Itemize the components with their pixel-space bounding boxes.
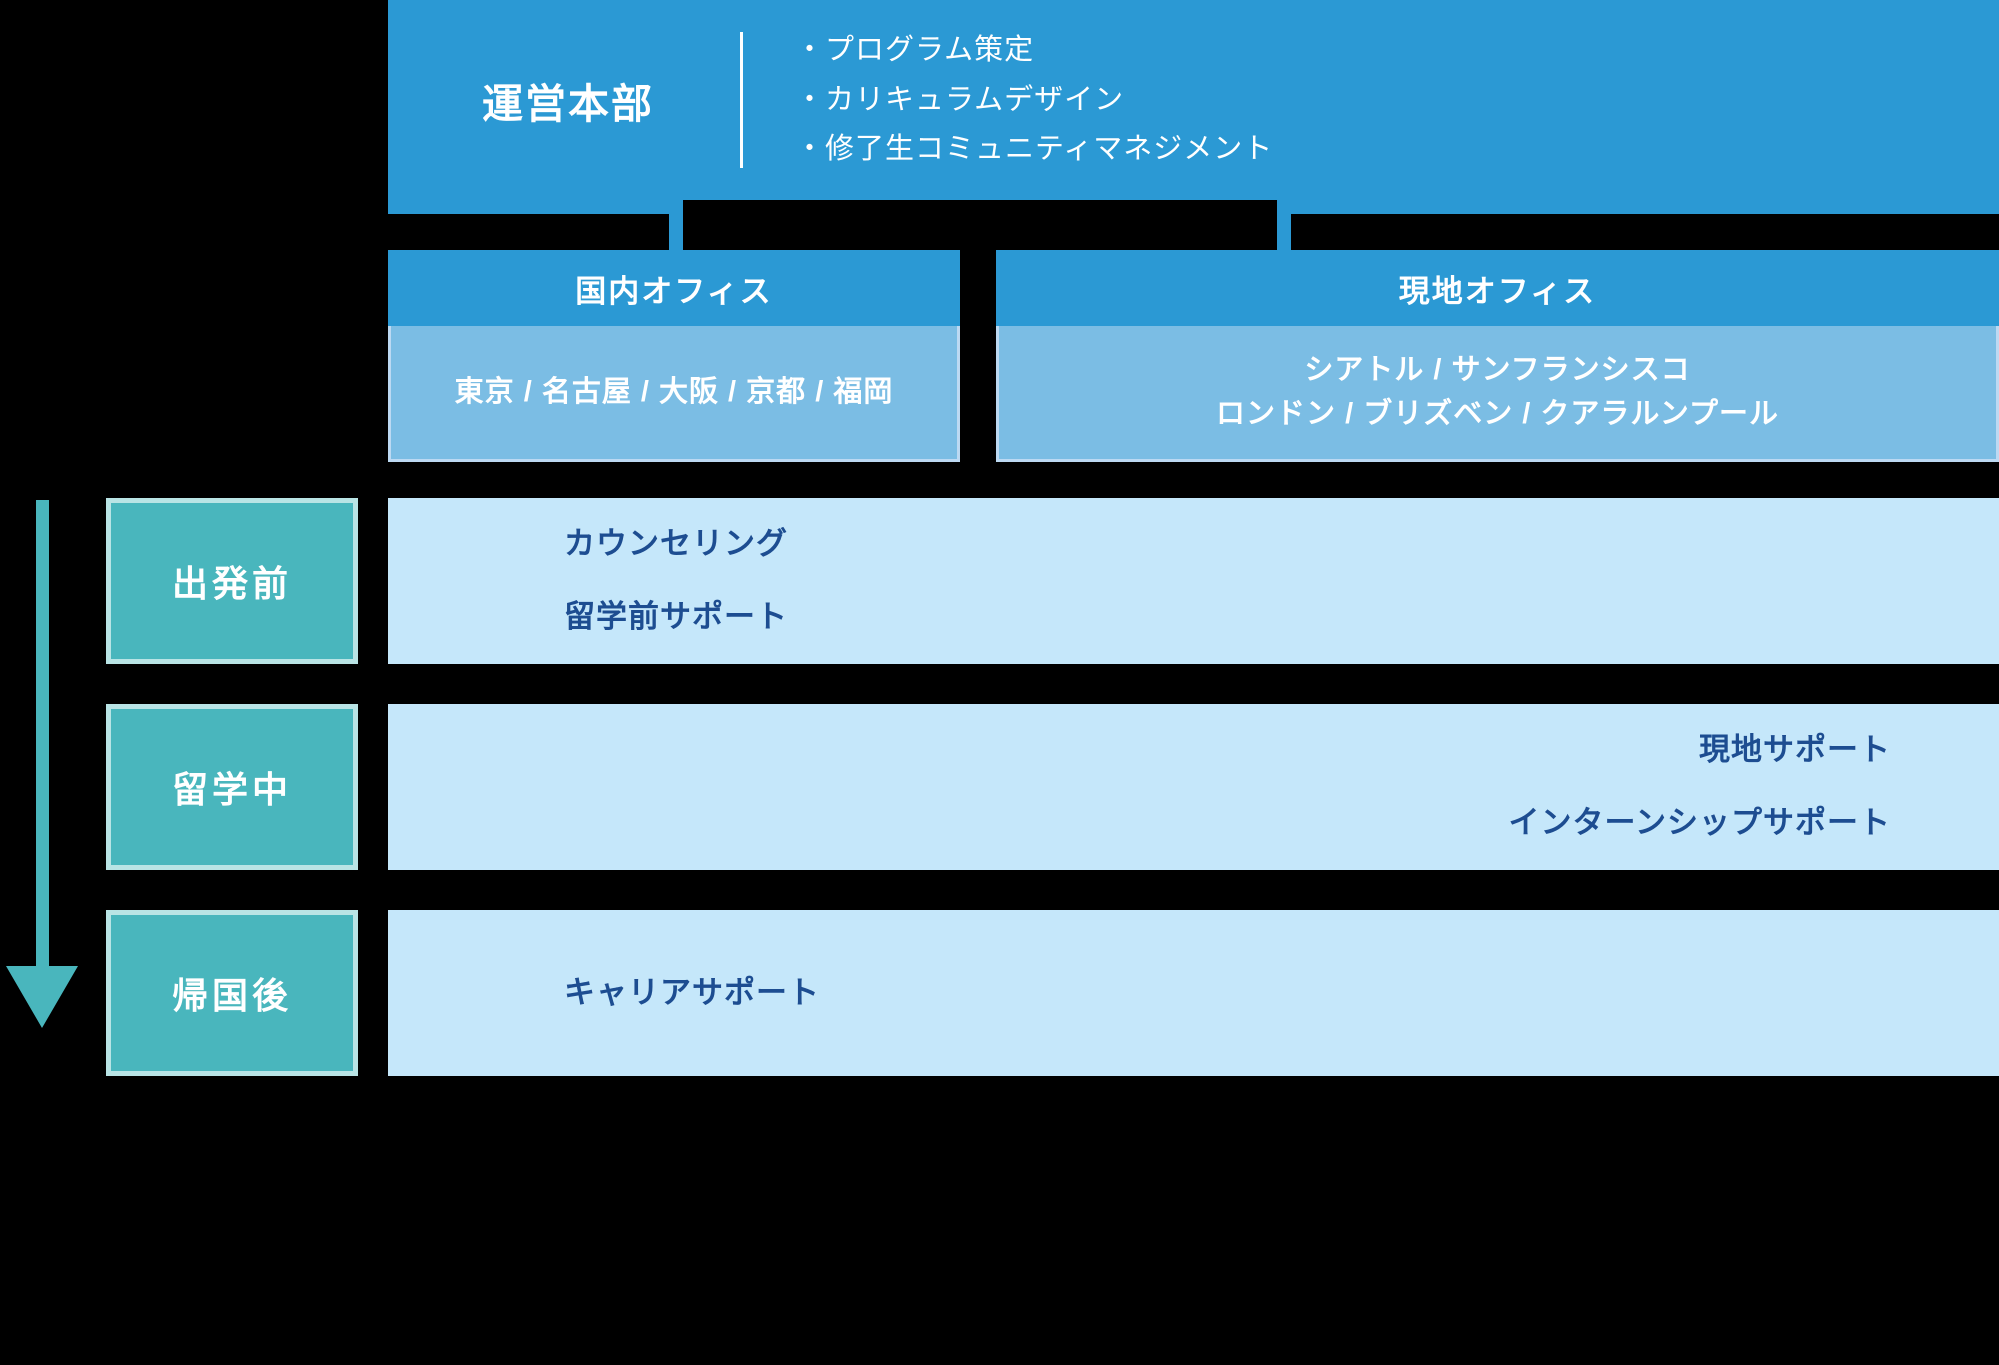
office-card-domestic: 国内オフィス 東京 / 名古屋 / 大阪 / 京都 / 福岡 <box>388 250 960 462</box>
stage-panel-before-departure: カウンセリング 留学前サポート <box>388 498 1999 664</box>
headquarters-bullet: ・修了生コミュニティマネジメント <box>795 133 1274 166</box>
office-locations-overseas: シアトル / サンフランシスコ ロンドン / ブリズベン / クアラルンプール <box>996 326 1999 462</box>
office-location-line: シアトル / サンフランシスコ <box>1304 354 1691 386</box>
headquarters-title: 運営本部 <box>482 81 654 127</box>
stage-label-before-departure: 出発前 <box>106 498 358 664</box>
arrow-shaft <box>36 500 49 978</box>
stage-item: キャリアサポート <box>564 974 820 1010</box>
office-location-line: 東京 / 名古屋 / 大阪 / 京都 / 福岡 <box>454 375 894 408</box>
connector-drop-domestic <box>669 200 683 250</box>
stage-item: カウンセリング <box>564 526 788 562</box>
office-heading-domestic: 国内オフィス <box>388 250 960 326</box>
stage-label-after-return: 帰国後 <box>106 910 358 1076</box>
connector-drop-overseas <box>1277 200 1291 250</box>
connector-trunk-right <box>1285 200 1999 214</box>
office-heading-overseas: 現地オフィス <box>996 250 1999 326</box>
stage-panel-after-return: キャリアサポート <box>388 910 1999 1076</box>
headquarters-divider <box>740 32 743 168</box>
stage-item: 現地サポート <box>1699 732 1891 768</box>
office-card-overseas: 現地オフィス シアトル / サンフランシスコ ロンドン / ブリズベン / クア… <box>996 250 1999 462</box>
stage-panel-during-study: 現地サポート インターンシップサポート <box>388 704 1999 870</box>
connector-trunk-left <box>388 200 680 214</box>
stage-item: 留学前サポート <box>564 599 788 634</box>
stage-label-during-study: 留学中 <box>106 704 358 870</box>
timeline-down-arrow-icon <box>6 500 78 1060</box>
headquarters-responsibility-list: ・プログラム策定 ・カリキュラムデザイン ・修了生コミュニティマネジメント <box>795 34 1274 166</box>
office-locations-domestic: 東京 / 名古屋 / 大阪 / 京都 / 福岡 <box>388 326 960 462</box>
headquarters-bullet: ・プログラム策定 <box>795 34 1035 67</box>
office-location-line: ロンドン / ブリズベン / クアラルンプール <box>1216 397 1779 430</box>
arrow-head <box>6 966 78 1028</box>
headquarters-bullet: ・カリキュラムデザイン <box>795 83 1125 116</box>
stage-item: インターンシップサポート <box>1508 805 1891 840</box>
headquarters-box: 運営本部 ・プログラム策定 ・カリキュラムデザイン ・修了生コミュニティマネジメ… <box>388 0 1999 200</box>
